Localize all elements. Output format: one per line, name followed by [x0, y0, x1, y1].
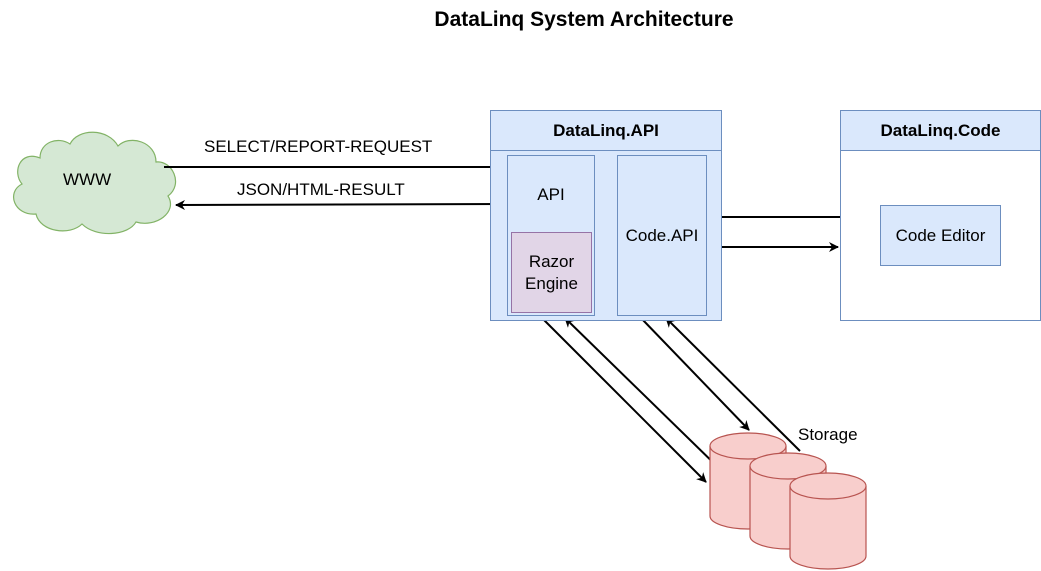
storage-label: Storage	[798, 425, 858, 444]
www-label: WWW	[63, 170, 112, 189]
code-api-box: Code.API	[617, 155, 707, 316]
api-to-storage-arrow	[541, 317, 707, 483]
storage-cylinder-3	[789, 472, 867, 570]
codeapi-to-storage-arrow	[640, 317, 750, 431]
request-edge-label: SELECT/REPORT-REQUEST	[204, 137, 433, 156]
code-api-label: Code.API	[625, 225, 699, 245]
api-container-header: DataLinq.API	[490, 110, 722, 151]
diagram-title: DataLinq System Architecture	[434, 8, 734, 31]
code-container-header: DataLinq.Code	[840, 110, 1041, 151]
storage-to-codeapi-arrow	[665, 317, 801, 452]
code-editor-box: Code Editor	[880, 205, 1001, 266]
storage-to-api-arrow	[564, 317, 728, 477]
result-edge-label: JSON/HTML-RESULT	[237, 180, 405, 199]
result-arrow	[175, 199, 509, 210]
razor-engine-label-line1: Razor	[528, 251, 575, 271]
api-box-label: API	[537, 185, 565, 204]
www-cloud-shape	[13, 131, 177, 235]
razor-engine-box: Razor Engine	[511, 232, 592, 313]
razor-engine-label-line2: Engine	[525, 273, 578, 293]
code-editor-label: Code Editor	[895, 225, 986, 245]
